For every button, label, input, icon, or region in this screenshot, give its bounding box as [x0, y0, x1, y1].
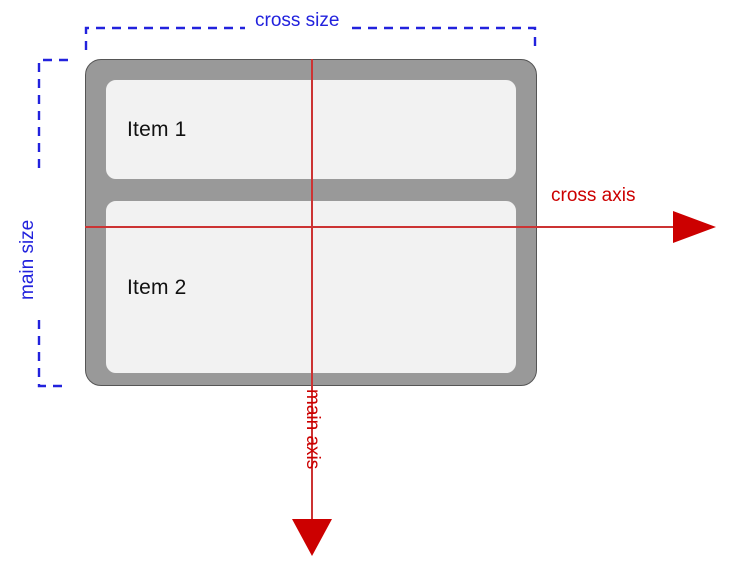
cross-size-bracket [84, 26, 537, 50]
main-size-label: main size [17, 219, 38, 300]
cross-axis-arrowhead [673, 211, 716, 243]
cross-axis-label: cross axis [551, 185, 636, 206]
flex-item-2-label: Item 2 [127, 275, 187, 299]
cross-size-label: cross size [255, 10, 340, 31]
main-size-bracket [37, 58, 68, 388]
main-axis-label: main axis [302, 389, 323, 470]
flex-item-1-label: Item 1 [127, 118, 187, 141]
cross-axis [85, 211, 716, 243]
main-axis-arrowhead [292, 519, 332, 556]
main-axis [292, 59, 332, 556]
